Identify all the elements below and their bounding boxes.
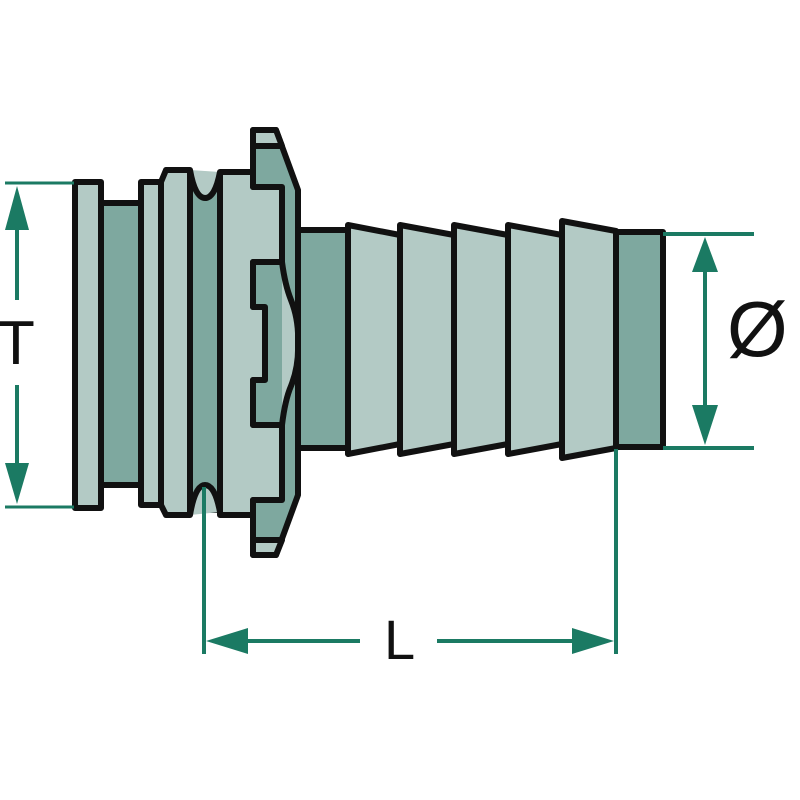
arrow-down-icon <box>692 405 718 445</box>
barb-2 <box>397 222 457 457</box>
dimension-label-T: T <box>0 309 35 378</box>
barb-1 <box>345 222 403 457</box>
collar <box>158 167 193 518</box>
claw-tip-top <box>250 127 285 149</box>
neck <box>97 200 145 488</box>
groove-body <box>187 177 223 513</box>
tail-end <box>613 229 666 450</box>
barb-4 <box>505 222 565 457</box>
arrow-down-icon <box>5 463 29 504</box>
arrow-up-icon <box>5 186 29 230</box>
arrow-left-icon <box>206 628 248 654</box>
flange <box>72 179 104 511</box>
barb-5 <box>559 218 619 461</box>
arrow-up-icon <box>692 237 718 272</box>
dimension-T <box>5 181 74 509</box>
arrow-right-icon <box>572 628 614 654</box>
groove-notch-top <box>187 169 223 201</box>
claw-tip-bottom <box>250 537 285 558</box>
dimension-L <box>202 449 618 654</box>
barb-3 <box>451 222 511 457</box>
dimension-label-diameter: Ø <box>727 285 788 373</box>
dimension-label-L: L <box>384 608 416 671</box>
shank <box>295 227 351 451</box>
dimension-diameter <box>663 232 754 450</box>
